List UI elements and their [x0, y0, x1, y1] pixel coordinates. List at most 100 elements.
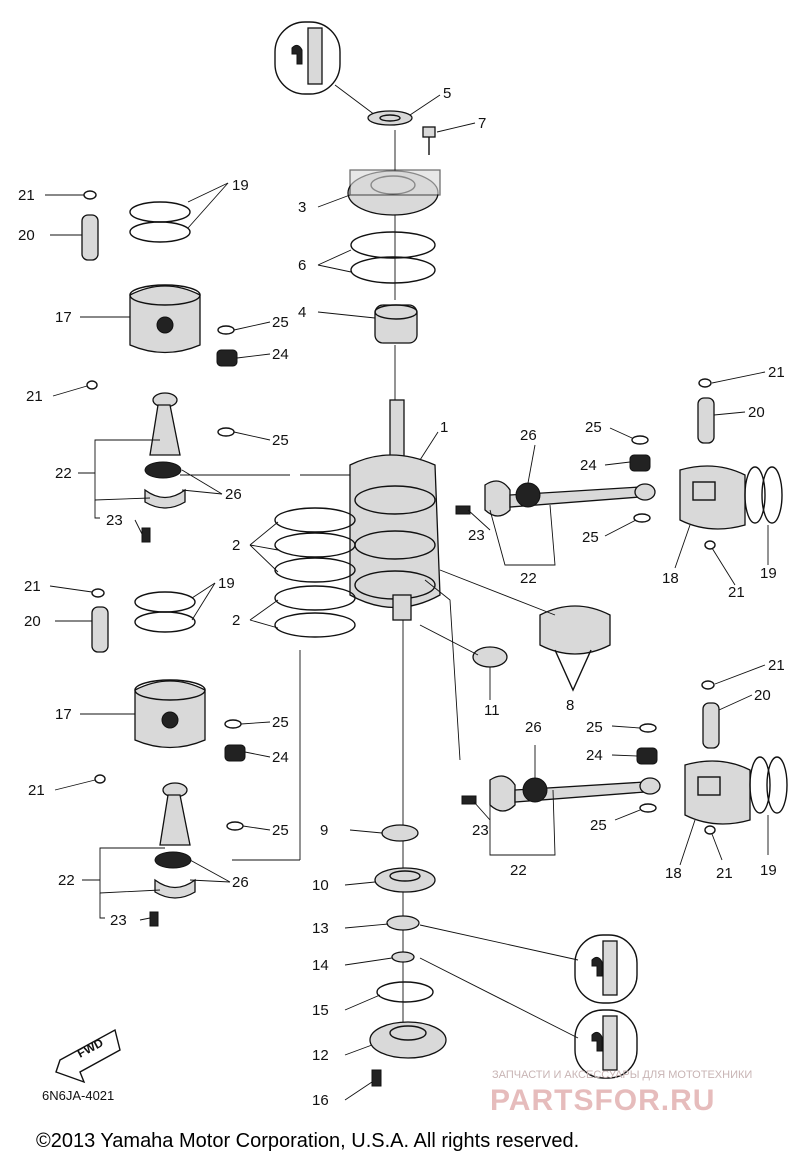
- callout-25-c: 25: [272, 714, 289, 731]
- part-connecting-rod-22-lower-right: [489, 775, 661, 812]
- part-piston-18-lower-right: [684, 760, 751, 825]
- part-bearing-housing-3: [347, 169, 441, 216]
- callout-8: 8: [566, 697, 574, 714]
- callout-labels: 5 7 3 6 4 1 21 19 20 17 25 24 21 25 22 2…: [18, 85, 785, 1109]
- callout-22-a: 22: [55, 465, 72, 482]
- callout-22-c: 22: [520, 570, 537, 587]
- part-washer-25-lower-left: [224, 719, 244, 831]
- part-ring-11: [472, 646, 508, 700]
- part-piston-pin-20-upper-left: [81, 214, 99, 261]
- part-o-rings-6: [350, 231, 436, 284]
- callout-20-c: 20: [748, 404, 765, 421]
- part-connecting-rod-22-upper-left: [144, 392, 186, 509]
- callout-21-g: 21: [768, 657, 785, 674]
- callout-25-e: 25: [585, 419, 602, 436]
- callout-24-a: 24: [272, 346, 289, 363]
- part-bolt-16: [371, 1069, 382, 1087]
- part-bolt-23-upper-left: [141, 527, 151, 543]
- part-piston-17-lower-left: [134, 679, 206, 749]
- leader-lines: [45, 94, 769, 1101]
- callout-20-b: 20: [24, 613, 41, 630]
- callout-19-a: 19: [232, 177, 249, 194]
- callout-22-b: 22: [58, 872, 75, 889]
- callout-25-a: 25: [272, 314, 289, 331]
- part-bolt-23-lower-left: [149, 911, 159, 927]
- callout-26-c: 26: [520, 427, 537, 444]
- part-bearing-24-upper-right: [629, 454, 651, 472]
- callout-25-g: 25: [586, 719, 603, 736]
- part-bolt-7: [422, 126, 436, 155]
- callout-19-b: 19: [218, 575, 235, 592]
- callout-18-b: 18: [665, 865, 682, 882]
- watermark: ЗАПЧАСТИ И АКСЕССУАРЫ ДЛЯ МОТОТЕХНИКИ PA…: [490, 1069, 752, 1117]
- callout-10: 10: [312, 877, 329, 894]
- watermark-tagline: ЗАПЧАСТИ И АКСЕССУАРЫ ДЛЯ МОТОТЕХНИКИ: [492, 1069, 752, 1081]
- callout-21-c: 21: [24, 578, 41, 595]
- part-piston-ring-pair-19-upper-right: [744, 466, 783, 524]
- callout-21-d: 21: [28, 782, 45, 799]
- callout-26-d: 26: [525, 719, 542, 736]
- callout-25-h: 25: [590, 817, 607, 834]
- part-o-ring-15: [376, 981, 434, 1003]
- callout-17-a: 17: [55, 309, 72, 326]
- callout-21-h: 21: [716, 865, 733, 882]
- callout-24-b: 24: [272, 749, 289, 766]
- part-lower-bearing-housing-12: [369, 1021, 447, 1059]
- callout-17-b: 17: [55, 706, 72, 723]
- callout-20-a: 20: [18, 227, 35, 244]
- part-washer-25-lower-right: [639, 723, 657, 813]
- callout-20-d: 20: [754, 687, 771, 704]
- part-piston-pin-20-lower-right: [702, 702, 720, 749]
- callout-6: 6: [298, 257, 306, 274]
- callout-16: 16: [312, 1092, 329, 1109]
- callout-22-d: 22: [510, 862, 527, 879]
- callout-23-a: 23: [106, 512, 123, 529]
- callout-15: 15: [312, 1002, 329, 1019]
- part-piston-17-upper-left: [129, 284, 201, 354]
- callout-4: 4: [298, 304, 306, 321]
- watermark-brand: PARTSFOR.RU: [490, 1084, 715, 1117]
- callout-25-b: 25: [272, 432, 289, 449]
- callout-21-f: 21: [728, 584, 745, 601]
- fwd-label: FWD: [75, 1035, 106, 1060]
- fwd-arrow-icon: FWD: [55, 1028, 121, 1084]
- callout-19-c: 19: [760, 565, 777, 582]
- part-washer-25-upper-right: [631, 435, 651, 523]
- diagram-code: 6N6JA-4021: [42, 1088, 114, 1103]
- part-clip-21-upper-right: [698, 378, 716, 550]
- copyright-notice: ©2013 Yamaha Motor Corporation, U.S.A. A…: [36, 1130, 579, 1152]
- part-needle-bearing-4: [374, 304, 418, 344]
- part-bolt-23-upper-right: [455, 505, 471, 515]
- callout-2-b: 2: [232, 612, 240, 629]
- part-bearing-24-upper-left: [216, 349, 238, 367]
- callout-24-c: 24: [580, 457, 597, 474]
- callout-2-a: 2: [232, 537, 240, 554]
- callout-23-b: 23: [110, 912, 127, 929]
- seal-detail-callout-mid: [419, 924, 638, 1004]
- part-bearing-8: [539, 605, 611, 692]
- part-bolt-23-lower-right: [461, 795, 477, 805]
- part-ball-bearing-10: [374, 867, 436, 893]
- callout-21-a: 21: [18, 187, 35, 204]
- part-connecting-rod-22-lower-left: [154, 782, 196, 899]
- callout-19-d: 19: [760, 862, 777, 879]
- callout-5: 5: [443, 85, 451, 102]
- part-piston-pin-20-lower-left: [91, 606, 109, 653]
- seal-detail-callout-bottom: [419, 957, 638, 1079]
- part-connecting-rod-22-upper-right: [484, 480, 656, 517]
- callout-23-c: 23: [468, 527, 485, 544]
- part-oil-seal-14: [391, 951, 415, 963]
- callout-21-b: 21: [26, 388, 43, 405]
- part-clip-21-lower-left: [91, 588, 105, 598]
- part-piston-ring-pair-19-lower-right: [749, 756, 788, 814]
- part-clip-21-upper-left: [83, 190, 97, 200]
- seal-detail-callout-top: [274, 21, 376, 116]
- part-piston-ring-pair-19-upper-left: [129, 201, 191, 243]
- callout-12: 12: [312, 1047, 329, 1064]
- part-clip-21-lower-right: [701, 680, 716, 835]
- part-piston-rings-2: [274, 507, 356, 860]
- part-clip-21-upper-left-2: [86, 380, 98, 390]
- part-oil-seal-5: [367, 110, 413, 126]
- callout-25-f: 25: [582, 529, 599, 546]
